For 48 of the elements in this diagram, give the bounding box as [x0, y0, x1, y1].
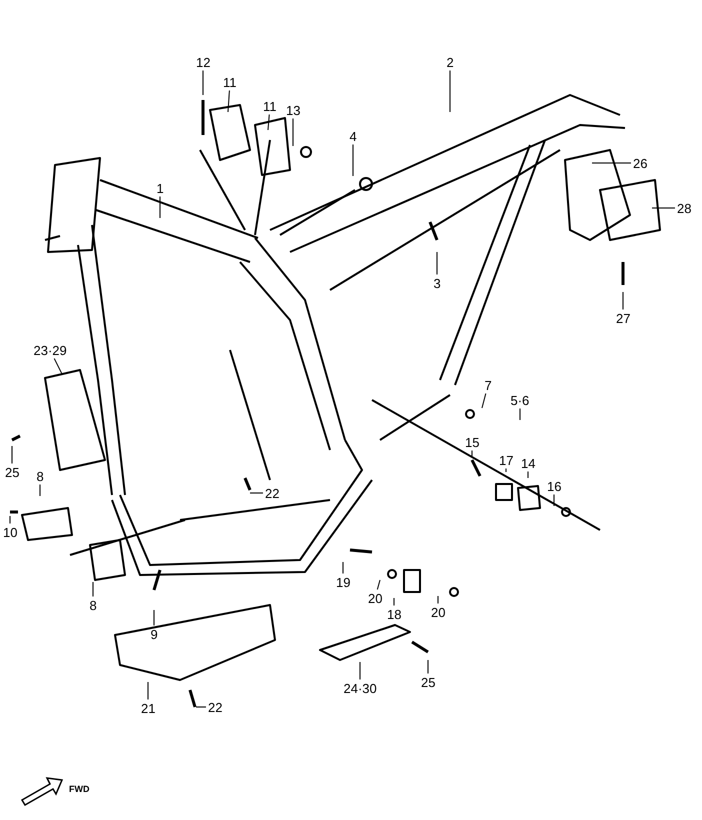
leader-line — [342, 562, 344, 574]
callout-number: 19 — [335, 574, 352, 590]
leader-line — [292, 118, 294, 146]
callout-number: 23·29 — [32, 342, 68, 358]
callout-number: 22 — [264, 486, 280, 500]
leader-line — [352, 144, 354, 176]
leader-line — [436, 252, 438, 275]
callout-number: 11 — [262, 98, 278, 114]
leader-line — [54, 358, 62, 374]
callout-number: 4 — [348, 128, 358, 144]
leader-line — [376, 580, 380, 590]
callout-number: 11 — [222, 74, 238, 90]
callout-number: 15 — [464, 434, 480, 450]
leader-line — [196, 706, 206, 708]
leader-line — [92, 582, 94, 597]
callout-number: 22 — [207, 700, 224, 714]
callout-number: 8 — [36, 468, 45, 484]
callout-number: 18 — [386, 606, 402, 622]
callout-number: 8 — [88, 598, 98, 612]
callout-number: 2 — [446, 54, 455, 70]
callout-number: 25 — [420, 674, 436, 690]
callout-number: 7 — [484, 378, 493, 392]
callout-number: 21 — [140, 700, 156, 716]
callout-number: 20 — [367, 590, 384, 606]
callout-number: 24·30 — [342, 680, 378, 696]
callout-number: 25 — [4, 464, 20, 480]
leader-line — [250, 492, 264, 494]
leader-line — [592, 162, 632, 164]
callout-number: 28 — [676, 200, 692, 216]
callout-number: 17 — [498, 452, 514, 468]
callout-number: 5·6 — [510, 392, 530, 408]
callout-number: 14 — [520, 456, 536, 470]
callout-number: 16 — [546, 478, 562, 494]
callout-number: 26 — [632, 156, 648, 170]
leader-line — [482, 393, 486, 408]
callout-number: 1 — [156, 180, 165, 196]
callout-number: 20 — [430, 604, 446, 620]
leader-line — [268, 114, 270, 130]
leader-line — [228, 90, 230, 112]
callout-number: 12 — [195, 54, 212, 70]
callout-number: 10 — [2, 524, 18, 540]
callout-number: 13 — [285, 102, 302, 118]
callout-number: 3 — [432, 276, 442, 290]
leader-line — [202, 70, 204, 96]
leader-line — [622, 292, 624, 310]
callout-number: 27 — [615, 310, 632, 326]
direction-label: FWD — [68, 783, 90, 796]
callout-number: 9 — [150, 626, 159, 642]
